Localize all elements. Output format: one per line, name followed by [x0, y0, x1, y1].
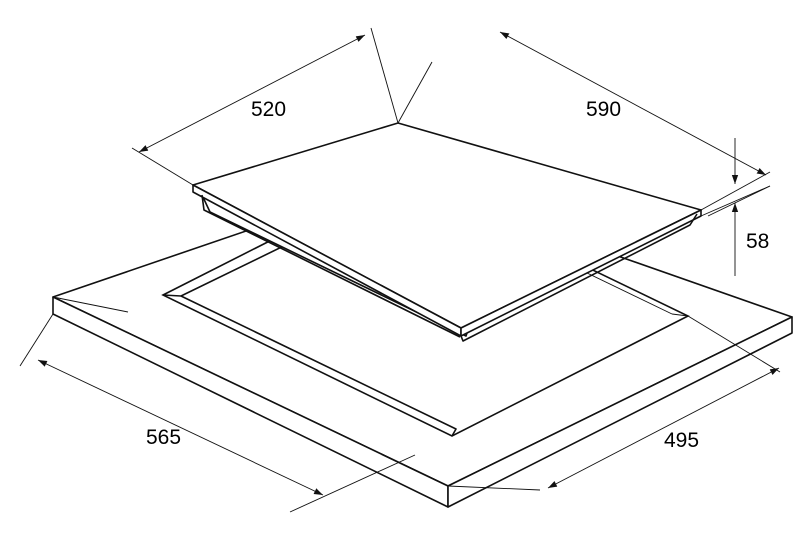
- dim-line-565: [37, 359, 324, 496]
- dim-line-520: [138, 34, 366, 153]
- label-520: 520: [251, 98, 286, 121]
- dim-line-590: [499, 31, 767, 176]
- dimension-lines: [37, 31, 780, 496]
- dim-line-495: [547, 367, 780, 489]
- label-58: 58: [746, 230, 769, 253]
- hob-housing-left-edge: [201, 194, 461, 338]
- label-565: 565: [146, 426, 181, 449]
- extension-lines: [19, 27, 781, 513]
- cutout-inner-bottom-edge: [180, 295, 457, 437]
- label-495: 495: [664, 429, 699, 452]
- cutout-inner-right-edge: [671, 313, 689, 317]
- hob-housing-right-edge: [460, 213, 698, 342]
- label-590: 590: [586, 98, 621, 121]
- dimension-labels: 520 590 58 565 495: [146, 98, 769, 452]
